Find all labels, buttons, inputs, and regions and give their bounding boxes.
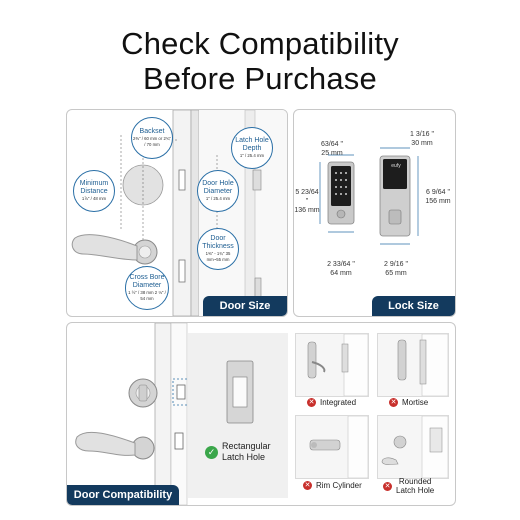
cross-bore-diameter-bubble: Cross Bore Diameter 1 ½" / 38 mm 2 ⅛" / … — [125, 266, 169, 310]
rounded-line-1: Rounded — [398, 477, 432, 486]
rect-latch-line-1: Rectangular — [222, 441, 271, 451]
latch-hole-depth-title: Latch Hole Depth — [235, 137, 269, 152]
rim-cylinder-text: Rim Cylinder — [316, 481, 362, 490]
rim-cylinder-drawing — [309, 416, 368, 478]
cross-bore-diameter-title: Cross Bore Diameter — [129, 274, 165, 289]
inner-width-label: 1 3/16 " 30 mm — [402, 130, 442, 148]
inner-width-inch: 1 3/16 " — [410, 131, 434, 138]
latch-hole-depth-value: 1" / 25.4 mm — [239, 153, 265, 158]
door-size-tag: Door Size — [203, 296, 287, 316]
rim-cylinder-image — [295, 415, 369, 479]
minimum-distance-value: 1⅞" / 48 mm — [81, 196, 107, 201]
rounded-latch-image — [377, 415, 449, 479]
minimum-distance-title: Minimum Distance — [79, 180, 109, 195]
keypad-height-mm: 136 mm — [294, 207, 320, 214]
integrated-label: ✕ Integrated — [307, 398, 356, 407]
door-hole-diameter-bubble: Door Hole Diameter 1" / 25.4 mm — [197, 170, 239, 212]
latch-hole-depth-bubble: Latch Hole Depth 1" / 25.4 mm — [231, 127, 273, 169]
check-icon: ✓ — [205, 445, 218, 459]
door-size-panel: Backset 2⅜" / 60 mm or 2¾" / 70 mm Latch… — [66, 109, 288, 317]
keypad-base-mm: 64 mm — [330, 270, 352, 277]
x-icon: ✕ — [303, 481, 312, 490]
door-thickness-bubble: Door Thickness 1⅜" - 1¾" 35 mm~55 mm — [197, 228, 239, 270]
keypad-width-inch: 63/64 " — [321, 141, 343, 148]
x-icon: ✕ — [389, 398, 398, 407]
minimum-distance-bubble: Minimum Distance 1⅞" / 48 mm — [73, 170, 115, 212]
rect-latch-label: ✓ Rectangular Latch Hole — [205, 441, 271, 463]
door-compatibility-panel: ✓ Rectangular Latch Hole ✕ Integrated ✕ … — [66, 322, 456, 506]
door-compatibility-illustration — [75, 323, 288, 505]
interior-brand: eufy — [391, 163, 401, 169]
backset-value: 2⅜" / 60 mm or 2¾" / 70 mm — [133, 136, 171, 147]
backset-title: Backset — [139, 128, 165, 135]
mortise-text: Mortise — [402, 398, 429, 407]
mortise-label: ✕ Mortise — [389, 398, 428, 407]
keypad-height-inch: 5 23/64 " — [295, 189, 319, 205]
inner-width-mm: 30 mm — [411, 140, 433, 147]
keypad-base-inch: 2 33/64 " — [327, 261, 355, 268]
rounded-latch-drawing — [381, 416, 448, 478]
rect-latch-text: Rectangular Latch Hole — [222, 441, 271, 463]
lock-size-tag: Lock Size — [372, 296, 455, 316]
rect-latch-line-2: Latch Hole — [222, 452, 266, 462]
x-icon: ✕ — [307, 398, 316, 407]
x-icon: ✕ — [383, 481, 392, 491]
door-thickness-title: Door Thickness — [202, 235, 234, 250]
keypad-width-label: 63/64 " 25 mm — [312, 140, 352, 158]
backset-bubble: Backset 2⅜" / 60 mm or 2¾" / 70 mm — [131, 117, 173, 159]
door-hole-diameter-title: Door Hole Diameter — [202, 180, 234, 195]
rounded-line-2: Latch Hole — [396, 486, 435, 495]
rounded-latch-text: Rounded Latch Hole — [396, 477, 434, 495]
rounded-latch-label: ✕ Rounded Latch Hole — [383, 477, 434, 495]
title-line-2: Before Purchase — [143, 61, 377, 96]
inner-base-mm: 65 mm — [385, 270, 407, 277]
mortise-image — [377, 333, 449, 397]
inner-height-mm: 156 mm — [425, 198, 451, 205]
integrated-lock-drawing — [307, 334, 368, 396]
integrated-text: Integrated — [320, 398, 357, 407]
door-thickness-value: 1⅜" - 1¾" 35 mm~55 mm — [205, 251, 231, 262]
inner-base-label: 2 9/16 " 65 mm — [376, 260, 416, 278]
integrated-image — [295, 333, 369, 397]
rim-cylinder-label: ✕ Rim Cylinder — [303, 481, 362, 490]
inner-height-label: 6 9/64 " 156 mm — [421, 188, 455, 206]
keypad-height-label: 5 23/64 " 136 mm — [294, 188, 320, 215]
lock-size-panel: eufy 63/64 " 25 mm 5 23/64 " 136 mm 2 33… — [293, 109, 456, 317]
lock-size-illustration — [319, 147, 419, 245]
door-compatibility-tag: Door Compatibility — [67, 485, 179, 505]
cross-bore-diameter-value: 1 ½" / 38 mm 2 ⅛" / 54 mm — [128, 290, 166, 301]
mortise-lock-drawing — [397, 334, 448, 396]
door-hole-diameter-value: 1" / 25.4 mm — [205, 196, 231, 201]
page-title: Check Compatibility Before Purchase — [0, 26, 520, 96]
title-line-1: Check Compatibility — [121, 26, 399, 61]
inner-base-inch: 2 9/16 " — [384, 261, 408, 268]
keypad-width-mm: 25 mm — [321, 150, 343, 157]
keypad-base-label: 2 33/64 " 64 mm — [321, 260, 361, 278]
inner-height-inch: 6 9/64 " — [426, 189, 450, 196]
